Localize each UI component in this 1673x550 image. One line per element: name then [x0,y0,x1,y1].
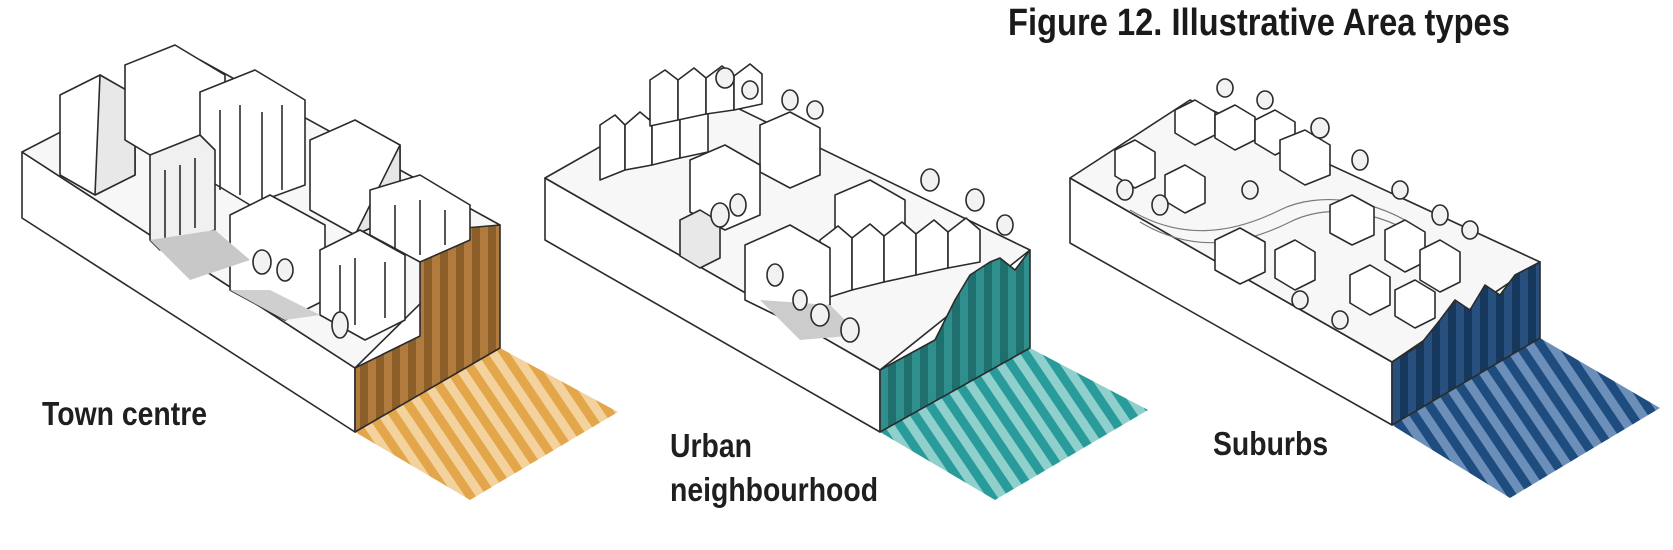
figure-title: Figure 12. Illustrative Area types [1008,2,1510,44]
urban-section-face [879,249,1031,433]
town-centre-ground-stripes [355,348,618,500]
area-label-urban-neighbourhood: Urban neighbourhood [670,424,878,512]
town-centre-block [21,44,618,500]
urban-neighbourhood-block [544,63,1148,500]
suburbs-section-face [1391,261,1541,426]
area-label-urban-line-1: Urban [670,427,752,464]
area-label-suburbs: Suburbs [1213,425,1329,462]
urban-ground-stripes [880,348,1148,500]
suburbs-block [1069,78,1660,498]
area-label-urban-line-2: neighbourhood [670,471,879,508]
suburbs-ground-stripes [1392,338,1660,498]
town-centre-section-face [354,224,501,433]
area-label-town-centre: Town centre [42,395,208,432]
